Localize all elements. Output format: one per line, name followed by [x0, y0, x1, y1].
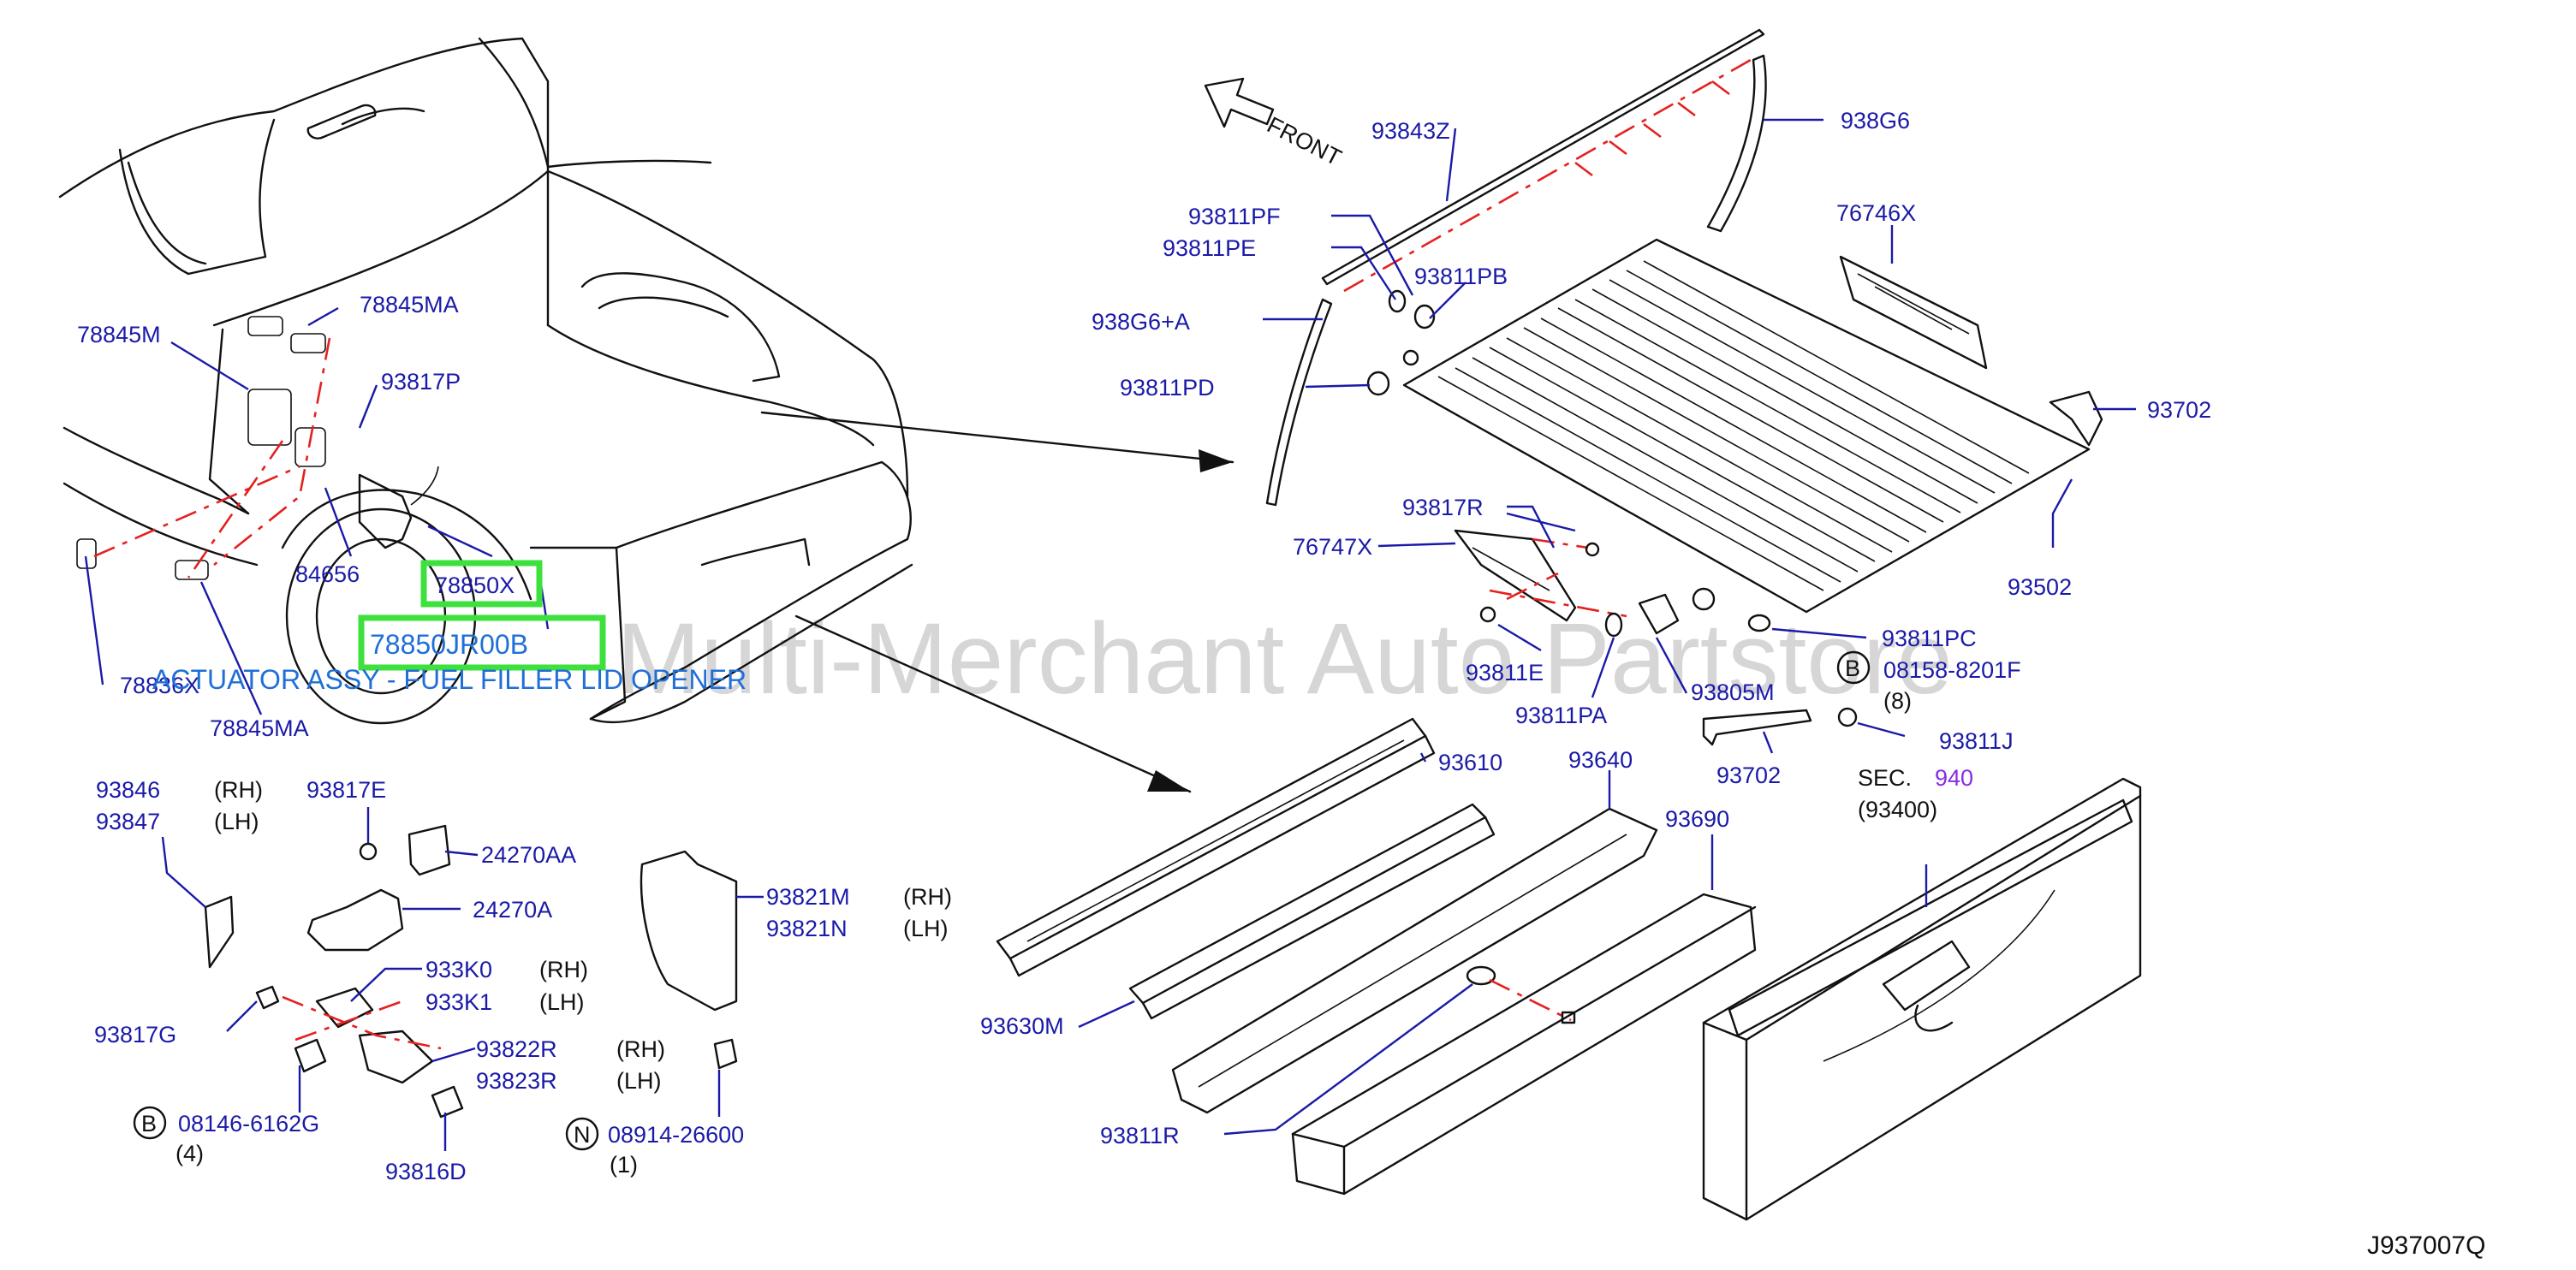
lh-93847: (LH): [214, 809, 259, 834]
label-93811j[interactable]: 93811J: [1939, 728, 2014, 754]
label-93702-bottom[interactable]: 93702: [1716, 763, 1781, 788]
label-938g6a[interactable]: 938G6+A: [1092, 309, 1190, 335]
label-93702-top[interactable]: 93702: [2147, 397, 2211, 423]
highlight-part-number[interactable]: 78850JR00B: [370, 629, 528, 660]
label-93846[interactable]: 93846: [96, 777, 160, 803]
label-78845ma-top[interactable]: 78845MA: [360, 292, 459, 318]
label-93847[interactable]: 93847: [96, 809, 160, 834]
rh-93821m: (RH): [903, 884, 952, 910]
label-93805m[interactable]: 93805M: [1691, 680, 1775, 705]
label-933k0[interactable]: 933K0: [425, 957, 492, 982]
label-93811pa[interactable]: 93811PA: [1515, 703, 1607, 728]
label-84656[interactable]: 84656: [295, 561, 360, 587]
sec-940-link[interactable]: 940: [1935, 765, 1973, 791]
front-label: FRONT: [1263, 112, 1345, 171]
circle-b-marker: [1836, 650, 1871, 685]
qty-08146: (4): [176, 1141, 204, 1166]
front-direction-indicator: FRONT: [1204, 77, 1346, 171]
rh-933k0: (RH): [539, 957, 588, 982]
qty-08158: (8): [1883, 688, 1912, 714]
label-93817r[interactable]: 93817R: [1402, 495, 1484, 520]
label-24270aa[interactable]: 24270AA: [481, 842, 576, 868]
label-93822r[interactable]: 93822R: [476, 1036, 557, 1062]
rh-93822r: (RH): [616, 1036, 665, 1062]
qty-08914: (1): [610, 1152, 638, 1178]
label-78836x[interactable]: 78836X: [120, 673, 199, 698]
pointer-arrows: [760, 411, 1234, 793]
highlight-box-78850x: [420, 560, 543, 608]
label-93816d[interactable]: 93816D: [385, 1159, 467, 1184]
label-93843z[interactable]: 93843Z: [1371, 118, 1450, 144]
label-78845m[interactable]: 78845M: [77, 322, 161, 347]
sec-subref: (93400): [1858, 797, 1937, 822]
label-93811e[interactable]: 93811E: [1466, 660, 1544, 685]
circle-b-letter-2: B: [141, 1111, 157, 1136]
bed-floor-illustration: [1265, 28, 2103, 746]
lh-933k1: (LH): [539, 989, 585, 1015]
label-93690[interactable]: 93690: [1665, 806, 1729, 832]
label-78845ma-bottom[interactable]: 78845MA: [210, 715, 309, 741]
label-93817g[interactable]: 93817G: [94, 1022, 176, 1047]
lh-93823r: (LH): [616, 1068, 662, 1094]
label-78850x[interactable]: 78850X: [435, 573, 515, 598]
rh-93846: (RH): [214, 777, 263, 803]
label-93811pd[interactable]: 93811PD: [1120, 375, 1215, 401]
highlight-caption: ACTUATOR ASSY - FUEL FILLER LID OPENER: [152, 664, 747, 695]
label-938g6[interactable]: 938G6: [1841, 108, 1910, 134]
diagram-id-code: J937007Q: [2367, 1231, 2485, 1260]
label-93630m[interactable]: 93630M: [980, 1013, 1064, 1039]
label-24270a[interactable]: 24270A: [473, 897, 552, 923]
circle-n-letter: N: [574, 1122, 591, 1148]
label-93821m[interactable]: 93821M: [766, 884, 850, 910]
label-93823r[interactable]: 93823R: [476, 1068, 557, 1094]
label-93821n[interactable]: 93821N: [766, 916, 848, 941]
label-93610[interactable]: 93610: [1438, 750, 1502, 775]
label-93817e[interactable]: 93817E: [306, 777, 386, 803]
lh-93821n: (LH): [903, 916, 949, 941]
truck-rear-illustration: [58, 37, 913, 725]
circle-b-letter: B: [1845, 656, 1860, 681]
label-93502[interactable]: 93502: [2008, 574, 2072, 600]
circle-b-marker-2: [133, 1106, 167, 1140]
label-08158-8201f[interactable]: 08158-8201F: [1883, 657, 2021, 683]
label-93817p[interactable]: 93817P: [381, 369, 461, 395]
label-93811pe[interactable]: 93811PE: [1163, 235, 1256, 261]
label-08146-6162g[interactable]: 08146-6162G: [178, 1111, 319, 1136]
label-08914-26600[interactable]: 08914-26600: [608, 1122, 744, 1148]
label-933k1[interactable]: 933K1: [425, 989, 492, 1015]
label-76746x[interactable]: 76746X: [1836, 200, 1916, 226]
tailgate-illustration: [1702, 777, 2142, 1221]
small-parts-illustration: [204, 824, 738, 1119]
label-93811pf[interactable]: 93811PF: [1188, 204, 1281, 229]
label-93811pb[interactable]: 93811PB: [1414, 264, 1508, 289]
sec-prefix: SEC.: [1858, 765, 1912, 791]
label-76747x[interactable]: 76747X: [1293, 534, 1372, 560]
label-93640[interactable]: 93640: [1568, 747, 1633, 773]
label-93811pc[interactable]: 93811PC: [1882, 626, 1977, 651]
watermark-text: Multi-Merchant Auto Partstore: [616, 602, 1953, 715]
circle-n-marker: [565, 1117, 599, 1151]
label-93811r[interactable]: 93811R: [1100, 1123, 1180, 1148]
highlight-box-78850jr00b: [358, 614, 606, 671]
